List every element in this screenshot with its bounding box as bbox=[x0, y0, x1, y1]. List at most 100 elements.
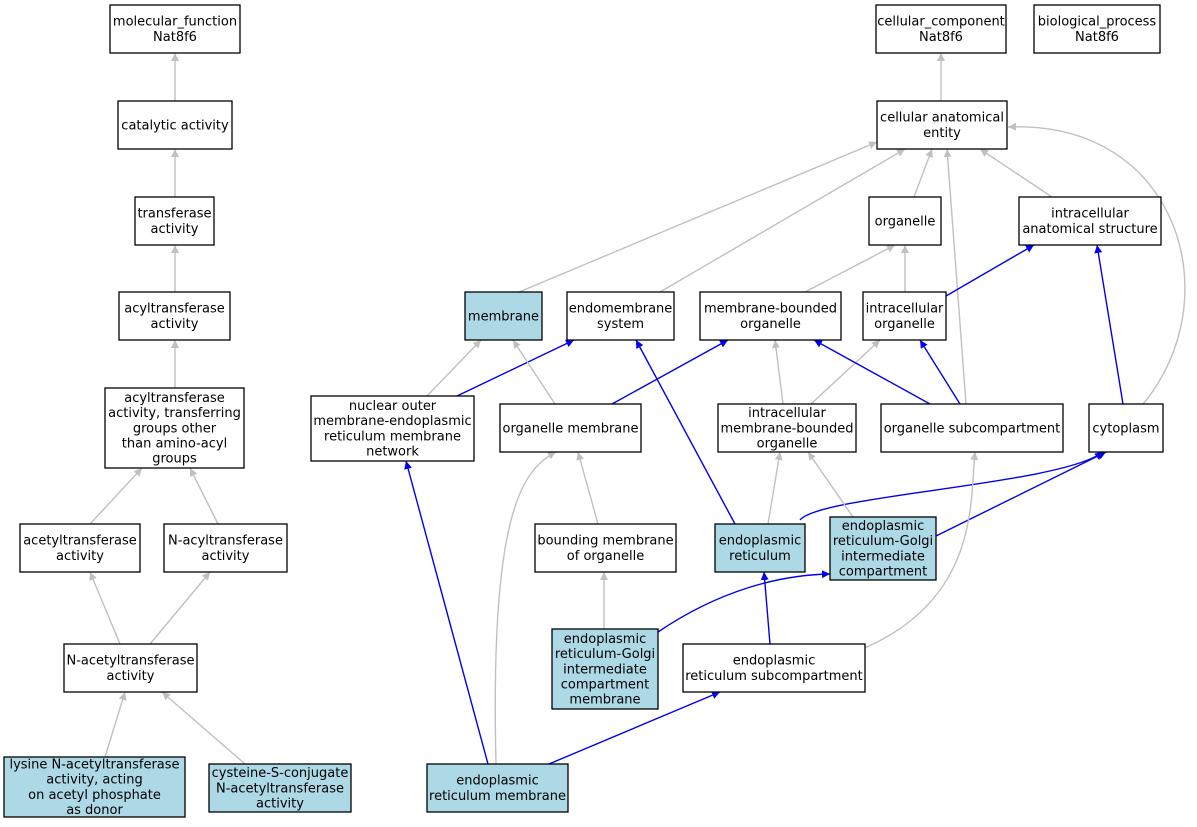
node-box bbox=[109, 4, 241, 54]
node-label-line: activity bbox=[151, 222, 199, 237]
node-label-line: intracellular bbox=[748, 406, 826, 421]
node-label-line: of organelle bbox=[567, 549, 644, 564]
edge-line bbox=[767, 451, 783, 525]
node-label-line: organelle bbox=[875, 214, 936, 229]
node-organelle[interactable]: organelle bbox=[868, 196, 942, 246]
node-label-line: endoplasmic bbox=[564, 632, 646, 647]
edge-is-a bbox=[772, 339, 784, 405]
edge-line bbox=[859, 451, 979, 651]
node-label-line: lysine N-acetyltransferase bbox=[9, 757, 179, 772]
node-box bbox=[310, 395, 475, 462]
node-label-line: cysteine-S-conjugate bbox=[212, 766, 349, 781]
edge-line bbox=[89, 467, 143, 525]
node-label-line: organelle membrane bbox=[502, 421, 638, 436]
edge-is-a bbox=[149, 571, 211, 645]
node-label-line: intracellular bbox=[1051, 207, 1129, 222]
node-label-line: organelle bbox=[740, 317, 801, 332]
node-box bbox=[3, 756, 186, 818]
edge-line bbox=[161, 691, 246, 765]
node-cytoplasm[interactable]: cytoplasm bbox=[1088, 403, 1164, 453]
node-label-line: activity bbox=[107, 669, 155, 684]
edge-is-a bbox=[89, 467, 143, 525]
node-box bbox=[63, 643, 198, 693]
edge-part-of bbox=[1094, 244, 1124, 405]
edge-line bbox=[813, 339, 931, 405]
node-label-line: reticulum-Golgi bbox=[833, 534, 933, 549]
edge-line bbox=[512, 339, 556, 405]
edge-line bbox=[456, 339, 575, 397]
node-label-line: cellular anatomical bbox=[880, 111, 1004, 126]
edge-line bbox=[810, 339, 881, 405]
node-label-line: activity, acting bbox=[46, 773, 143, 788]
node-label-line: endoplasmic bbox=[719, 534, 801, 549]
node-box bbox=[875, 4, 1007, 54]
node-label-line: endoplasmic bbox=[842, 519, 924, 534]
node-box bbox=[717, 403, 857, 453]
edge-part-of bbox=[799, 451, 1104, 521]
edge-line bbox=[426, 339, 482, 397]
node-label-line: organelle subcompartment bbox=[884, 421, 1061, 436]
edge-part-of bbox=[611, 339, 729, 405]
node-ergic[interactable]: endoplasmicreticulum-Golgiintermediateco… bbox=[829, 516, 937, 581]
edge-is-a bbox=[1007, 122, 1186, 405]
node-box bbox=[829, 516, 937, 581]
edge-line bbox=[760, 571, 771, 645]
node-box bbox=[1018, 196, 1162, 246]
node-box bbox=[499, 403, 642, 453]
edge-line bbox=[576, 451, 599, 525]
edge-is-a bbox=[913, 148, 933, 198]
edge-line bbox=[943, 148, 967, 405]
node-label-line: N-acetyltransferase bbox=[216, 781, 344, 796]
node-ergic-membrane[interactable]: endoplasmicreticulum-Golgiintermediateco… bbox=[551, 628, 659, 710]
node-box bbox=[464, 291, 543, 341]
edge-is-a bbox=[494, 451, 557, 765]
edge-is-a bbox=[426, 339, 482, 397]
node-label-line: anatomical structure bbox=[1022, 222, 1157, 237]
node-label-line: reticulum bbox=[729, 549, 791, 564]
edge-is-a bbox=[943, 148, 967, 405]
node-label-line: N-acetyltransferase bbox=[66, 654, 194, 669]
node-label-line: molecular_function bbox=[113, 15, 237, 30]
node-label-line: activity bbox=[56, 549, 104, 564]
node-label-line: intermediate bbox=[841, 549, 925, 564]
edge-line bbox=[804, 244, 896, 293]
node-box bbox=[868, 196, 942, 246]
node-box bbox=[426, 763, 569, 813]
node-label-line: membrane-bounded bbox=[720, 421, 853, 436]
node-organelle-membrane[interactable]: organelle membrane bbox=[499, 403, 642, 453]
node-cysteine-s-conjugate[interactable]: cysteine-S-conjugateN-acetyltransferasea… bbox=[208, 763, 352, 813]
node-membrane[interactable]: membrane bbox=[464, 291, 543, 341]
node-label-line: membrane bbox=[569, 693, 640, 708]
edge-is-a bbox=[859, 451, 979, 651]
node-label-line: membrane-bounded bbox=[704, 302, 837, 317]
node-label-line: than amino-acyl bbox=[122, 436, 227, 451]
node-organelle-subcompartment[interactable]: organelle subcompartment bbox=[880, 403, 1064, 453]
node-nuclear-outer-membrane-er-network[interactable]: nuclear outermembrane-endoplasmicreticul… bbox=[310, 395, 475, 462]
edge-line bbox=[1094, 244, 1124, 405]
edge-is-a bbox=[518, 141, 878, 293]
node-catalytic-activity[interactable]: catalytic activity bbox=[117, 100, 233, 150]
edge-part-of bbox=[919, 339, 961, 405]
edge-is-a bbox=[979, 148, 1053, 198]
node-label-line: endomembrane bbox=[569, 302, 673, 317]
